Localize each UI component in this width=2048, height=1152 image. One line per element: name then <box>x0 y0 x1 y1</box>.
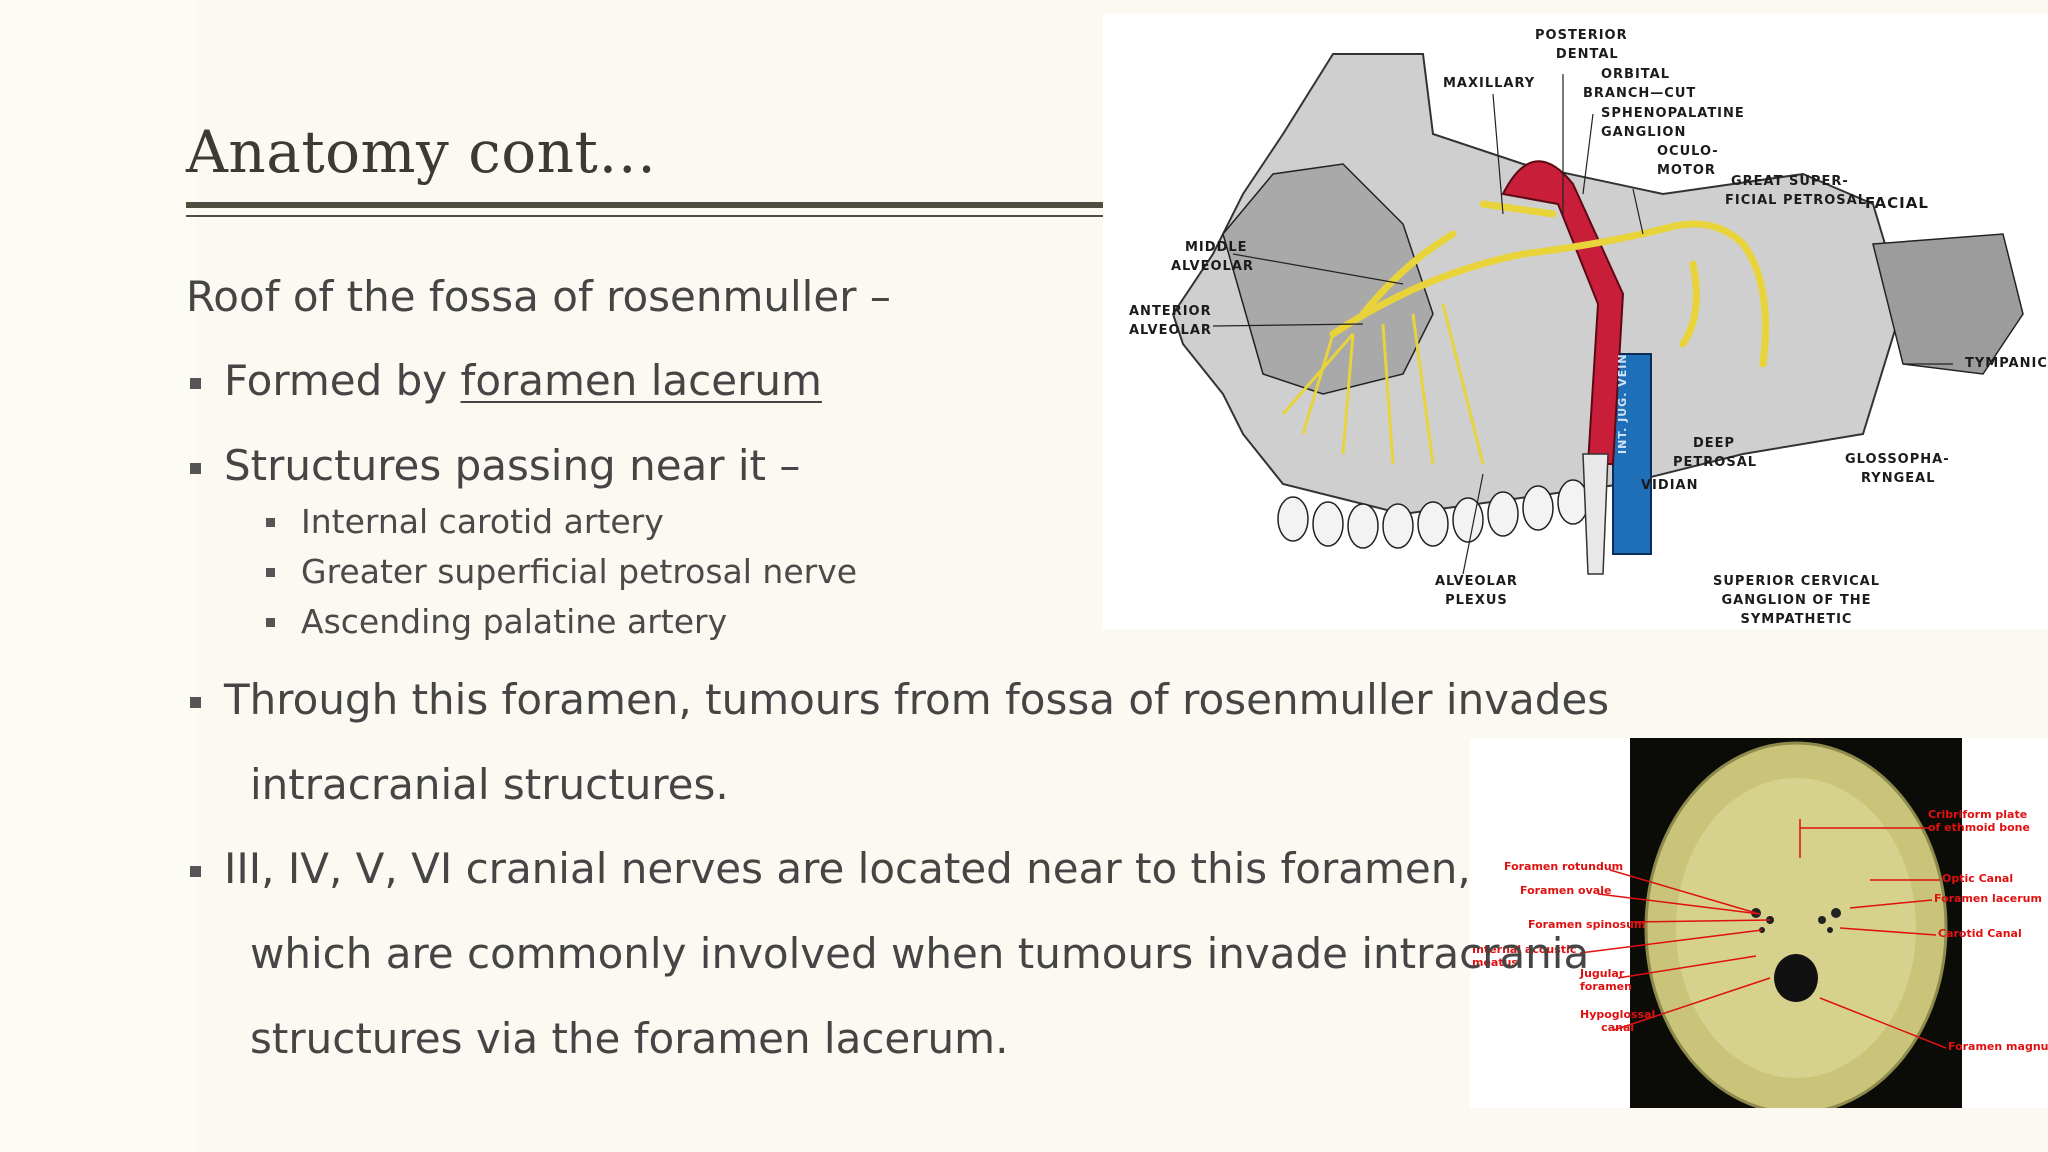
sub-bullet-palatine-artery: Ascending palatine artery <box>301 602 728 641</box>
label-glossopharyngeal: GLOSSOPHA-RYNGEAL <box>1845 452 1950 486</box>
bullet-formed-by: Formed by foramen lacerum <box>224 356 822 405</box>
sub-bullet-marker <box>266 618 275 627</box>
label-foramen-lacerum: Foramen lacerum <box>1934 892 2042 905</box>
bullet-through-line2: intracranial structures. <box>250 760 729 809</box>
slide-title: Anatomy cont… <box>186 118 657 186</box>
cranial-fossa-inner <box>1676 778 1916 1078</box>
bullet-through-line1: Through this foramen, tumours from fossa… <box>224 675 1610 724</box>
bullet-nerves-line3: structures via the foramen lacerum. <box>250 1014 1009 1063</box>
label-great-superficial-petrosal: GREAT SUPER-FICIAL PETROSAL <box>1725 174 1868 208</box>
label-foramen-ovale: Foramen ovale <box>1520 884 1612 897</box>
teeth <box>1277 479 1589 549</box>
sub-bullet-marker <box>266 518 275 527</box>
sub-bullet-petrosal-nerve: Greater superficial petrosal nerve <box>301 552 858 591</box>
sub-bullet-internal-carotid: Internal carotid artery <box>301 502 664 541</box>
label-foramen-rotundum: Foramen rotundum <box>1504 860 1624 873</box>
bullet-nerves-line1: III, IV, V, VI cranial nerves are locate… <box>224 844 1471 893</box>
label-vidian: VIDIAN <box>1641 478 1699 493</box>
label-carotid-canal: Carotid Canal <box>1938 927 2022 940</box>
intro-line: Roof of the fossa of rosenmuller – <box>186 272 891 321</box>
sympathetic-trunk <box>1582 453 1609 575</box>
label-foramen-spinosum: Foramen spinosum <box>1528 918 1646 931</box>
label-int-jug-vein: INT. JUG. VEIN <box>1616 353 1629 454</box>
title-rule-thick <box>186 202 1104 208</box>
foramen-magnum-hole <box>1774 954 1818 1002</box>
label-foramen-magnum: Foramen magnum <box>1948 1040 2048 1053</box>
skull-label-leaders <box>1579 819 1947 1049</box>
title-rule-thin <box>186 215 1104 217</box>
formed-by-text: Formed by <box>224 356 461 405</box>
bullet-structures-heading: Structures passing near it – <box>224 441 801 490</box>
label-oculomotor: OCULO-MOTOR <box>1657 144 1719 178</box>
label-maxillary: MAXILLARY <box>1443 76 1536 91</box>
temporal-bone-shading <box>1872 233 2024 375</box>
label-leader-lines <box>1212 74 1953 575</box>
nerve-branches <box>1281 303 1485 465</box>
label-facial: FACIAL <box>1865 194 1929 212</box>
skull-base-drawing <box>1579 741 1948 1108</box>
foramen-lacerum-link[interactable]: foramen lacerum <box>460 356 822 405</box>
maxillary-sinus-shading <box>1222 163 1434 395</box>
sub-bullet-marker <box>266 568 275 577</box>
nerve-paths <box>1329 200 1769 368</box>
bullet-nerves-line2: which are commonly involved when tumours… <box>250 929 1590 978</box>
label-optic-canal: Optic Canal <box>1942 872 2014 885</box>
slide-margin-band <box>0 0 195 1152</box>
internal-jugular-vein <box>1612 353 1652 555</box>
nerve-illustration-drawing <box>1171 53 2024 575</box>
label-tympanic: TYMPANIC <box>1965 356 2048 371</box>
